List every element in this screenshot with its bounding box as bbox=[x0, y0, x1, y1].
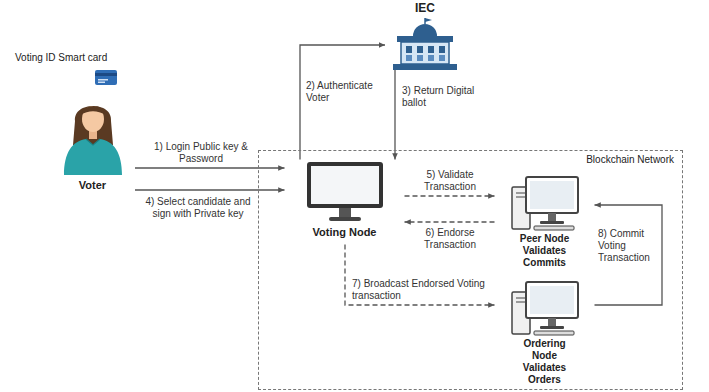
step-label: 1) Login Public key & Password bbox=[145, 141, 257, 165]
node-label: Voter bbox=[79, 179, 106, 191]
peer-node: Peer Node Validates Commits bbox=[495, 175, 595, 271]
node-label: Voting Node bbox=[313, 226, 377, 238]
node-label: Blockchain Network bbox=[586, 154, 674, 166]
step-label: 5) Validate Transaction bbox=[408, 169, 492, 193]
node-label: IEC bbox=[415, 2, 435, 14]
step-label: 2) Authenticate Voter bbox=[306, 80, 382, 104]
step-label: 8) Commit Voting Transaction bbox=[598, 228, 656, 264]
step-label: 3) Return Digital ballot bbox=[402, 85, 482, 109]
computer-icon bbox=[510, 175, 580, 231]
flow-arrow bbox=[300, 45, 385, 160]
authority-building: IEC bbox=[385, 2, 465, 70]
flow-arrow bbox=[595, 205, 663, 305]
person-icon bbox=[58, 95, 128, 175]
node-label: Ordering Node Validates Orders bbox=[513, 338, 577, 386]
card-icon bbox=[95, 70, 117, 85]
smart-card: Voting ID Smart card bbox=[15, 50, 135, 92]
flow-arrow bbox=[394, 70, 395, 160]
network-region: Blockchain NetworkVoting NodePeer Node V… bbox=[258, 150, 683, 390]
voting-node: Voting Node bbox=[285, 160, 405, 245]
building-icon bbox=[385, 18, 465, 70]
computer-icon bbox=[510, 280, 580, 336]
flow-arrow bbox=[135, 189, 285, 190]
voter-figure: Voter bbox=[50, 95, 135, 195]
flow-arrow bbox=[345, 245, 495, 306]
node-label: Peer Node Validates Commits bbox=[513, 233, 577, 269]
step-label: 6) Endorse Transaction bbox=[408, 227, 492, 251]
step-label: 7) Broadcast Endorsed Voting transaction bbox=[352, 278, 488, 302]
node-label: Voting ID Smart card bbox=[15, 52, 107, 64]
step-label: 4) Select candidate and sign with Privat… bbox=[140, 196, 256, 220]
ordering-node: Ordering Node Validates Orders bbox=[495, 280, 595, 388]
flow-arrow bbox=[405, 221, 495, 222]
monitor-icon bbox=[305, 160, 385, 222]
flow-arrow bbox=[405, 195, 495, 196]
flow-arrow bbox=[135, 167, 285, 168]
